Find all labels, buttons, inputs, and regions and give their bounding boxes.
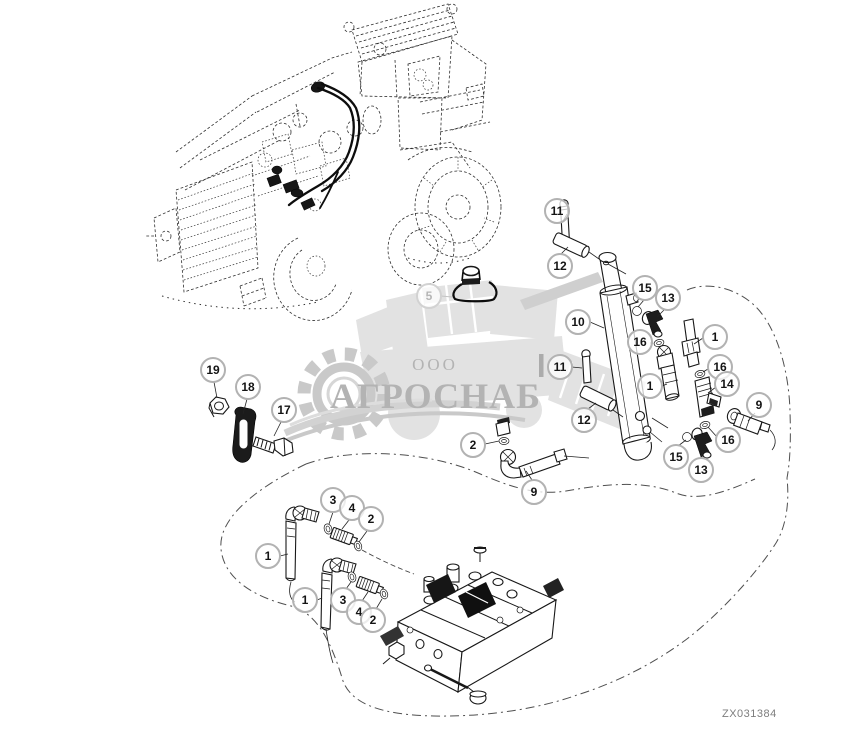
phantom-outline bbox=[220, 285, 791, 717]
callout-18[interactable]: 18 bbox=[235, 374, 261, 400]
callout-11[interactable]: 11 bbox=[544, 198, 570, 224]
callout-1[interactable]: 1 bbox=[637, 373, 663, 399]
tractor-illustration bbox=[145, 3, 502, 321]
callout-16[interactable]: 16 bbox=[715, 427, 741, 453]
callout-5[interactable]: 5 bbox=[416, 283, 442, 309]
callout-2[interactable]: 2 bbox=[360, 607, 386, 633]
callout-1[interactable]: 1 bbox=[292, 587, 318, 613]
callout-10[interactable]: 10 bbox=[565, 309, 591, 335]
adapter-parts-3-4-2-upper bbox=[323, 523, 363, 552]
hose-part-1-upper bbox=[285, 505, 320, 603]
callout-13[interactable]: 13 bbox=[655, 285, 681, 311]
nut-part-19 bbox=[208, 396, 230, 418]
fitting-cluster-right bbox=[632, 306, 722, 459]
callout-2[interactable]: 2 bbox=[358, 506, 384, 532]
callout-13[interactable]: 13 bbox=[688, 457, 714, 483]
callout-12[interactable]: 12 bbox=[571, 407, 597, 433]
watermark-swoosh bbox=[281, 398, 526, 444]
callout-14[interactable]: 14 bbox=[714, 371, 740, 397]
pin-part-11-mid bbox=[581, 349, 592, 384]
callout-1[interactable]: 1 bbox=[702, 324, 728, 350]
clamp-part-18 bbox=[232, 406, 257, 463]
drawing-code-label: ZX031384 bbox=[722, 708, 777, 720]
callout-1[interactable]: 1 bbox=[255, 543, 281, 569]
hydraulic-cylinder-part-10 bbox=[598, 251, 669, 461]
watermark-org-prefix: ООО bbox=[412, 355, 458, 374]
pin-part-12-top bbox=[552, 232, 590, 258]
callout-19[interactable]: 19 bbox=[200, 357, 226, 383]
adapter-parts-3-4-2-lower bbox=[347, 571, 389, 600]
bolt-part-17 bbox=[252, 436, 294, 457]
callout-15[interactable]: 15 bbox=[632, 275, 658, 301]
callout-9[interactable]: 9 bbox=[746, 392, 772, 418]
valve-block bbox=[380, 546, 564, 705]
callout-16[interactable]: 16 bbox=[627, 329, 653, 355]
watermark-gear-icon bbox=[297, 347, 391, 441]
bottle-part-5 bbox=[452, 265, 498, 303]
callout-12[interactable]: 12 bbox=[547, 253, 573, 279]
hose-part-9-center bbox=[495, 417, 590, 479]
callout-11[interactable]: 11 bbox=[547, 354, 573, 380]
callout-15[interactable]: 15 bbox=[663, 444, 689, 470]
hose-part-1-lower bbox=[320, 557, 357, 664]
callout-17[interactable]: 17 bbox=[271, 397, 297, 423]
callout-9[interactable]: 9 bbox=[521, 479, 547, 505]
watermark-org-name: АГРОСНАБ bbox=[330, 376, 541, 416]
pin-part-12-mid bbox=[579, 385, 617, 412]
callout-2[interactable]: 2 bbox=[460, 432, 486, 458]
